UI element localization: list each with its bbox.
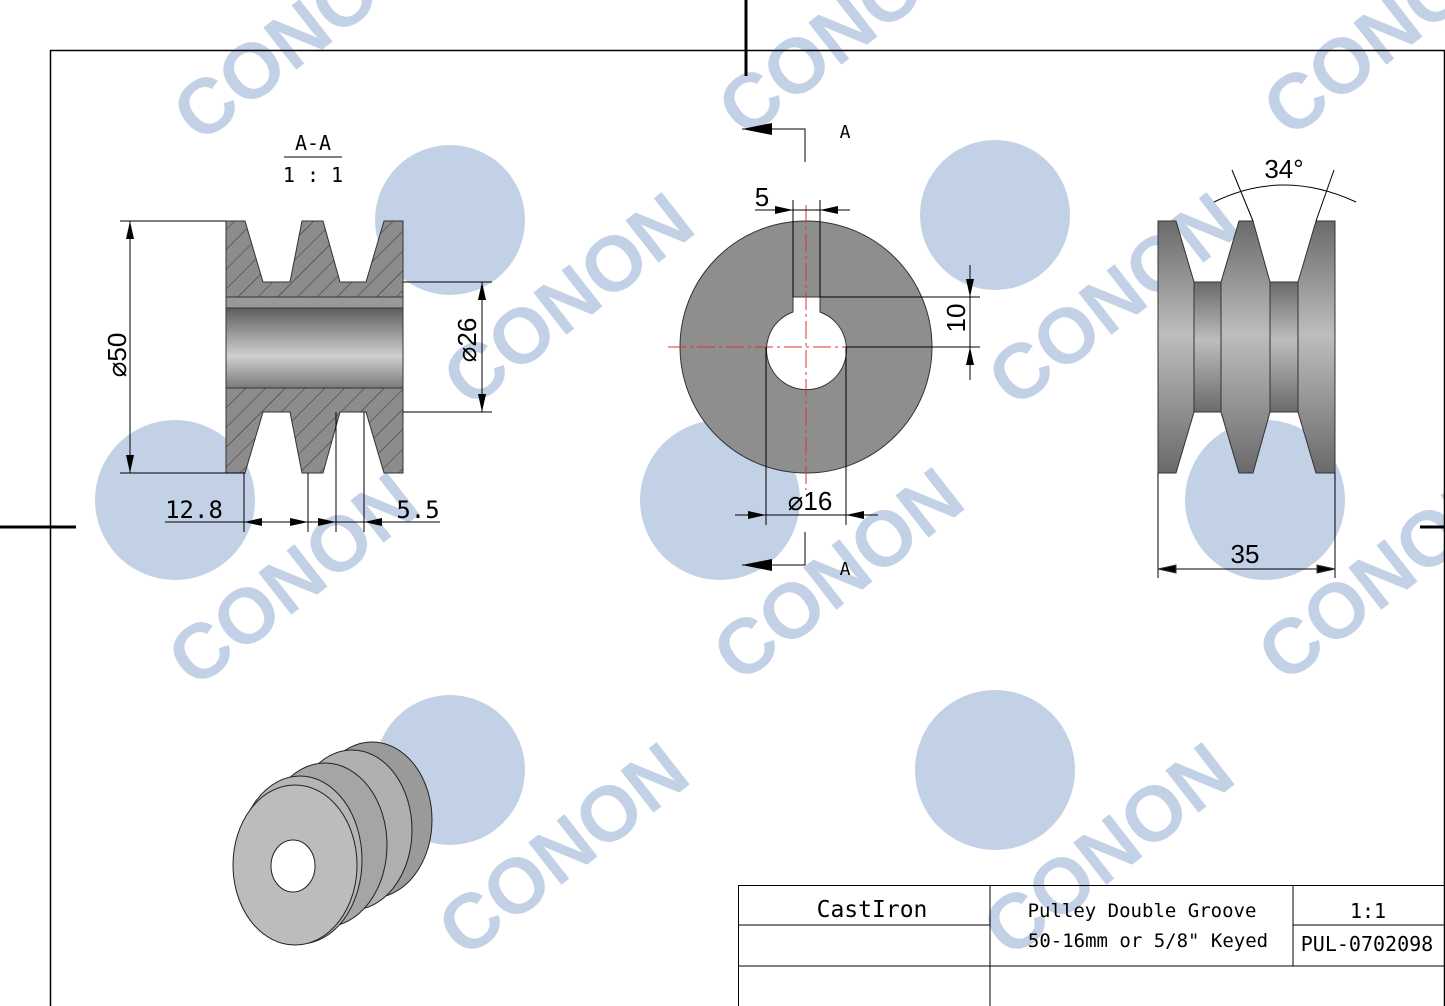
part-name-line1: Pulley Double Groove: [1028, 900, 1257, 922]
section-view: A-A 1 : 1 ⌀50 ⌀26 12.8 5.5: [102, 131, 492, 532]
dim-overall-width: 35: [1231, 539, 1260, 569]
section-label-bottom: A: [840, 559, 851, 580]
section-scale: 1 : 1: [283, 163, 343, 187]
watermark-text: CONON: [1246, 0, 1445, 153]
section-title: A-A: [295, 131, 331, 155]
dim-groove-pitch: 12.8: [165, 496, 223, 524]
dim-bore-diameter: ⌀16: [788, 486, 833, 516]
dim-key-depth: 10: [941, 304, 971, 333]
isometric-view: [232, 741, 433, 946]
part-name-line2: 50-16mm or 5/8" Keyed: [1028, 930, 1268, 952]
dim-outer-diameter: ⌀50: [102, 333, 132, 378]
dim-key-width: 5: [755, 182, 769, 212]
part-number-field: PUL-0702098: [1301, 932, 1433, 956]
dim-hub-diameter: ⌀26: [452, 318, 482, 363]
side-view: 34° 35: [1157, 154, 1357, 578]
title-block: CastIron Pulley Double Groove 50-16mm or…: [738, 885, 1445, 1006]
material-field: CastIron: [817, 897, 928, 923]
scale-field: 1:1: [1350, 899, 1386, 923]
dim-groove-width: 5.5: [396, 496, 439, 524]
front-view: A A 5 10 ⌀16: [668, 122, 980, 580]
dim-groove-angle: 34°: [1264, 154, 1303, 184]
section-label-top: A: [840, 122, 851, 143]
